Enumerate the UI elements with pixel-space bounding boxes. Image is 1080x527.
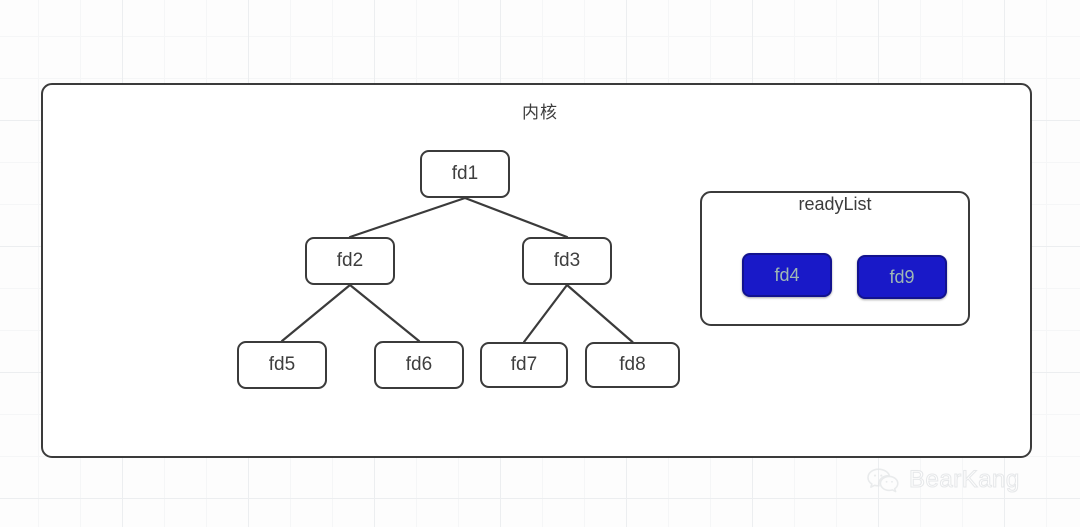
tree-node-label: fd7: [510, 354, 538, 375]
watermark: BearKang: [866, 466, 1020, 494]
ready-list-item-label: fd4: [774, 264, 800, 285]
tree-node-fd1[interactable]: fd1: [420, 150, 510, 198]
tree-node-fd3[interactable]: fd3: [522, 237, 612, 285]
tree-node-fd6[interactable]: fd6: [374, 341, 464, 389]
ready-list-item-fd4[interactable]: fd4: [742, 253, 832, 297]
ready-list-title: readyList: [798, 194, 872, 214]
ready-list-item-fd9[interactable]: fd9: [857, 255, 947, 299]
tree-node-fd7[interactable]: fd7: [480, 342, 568, 388]
tree-node-label: fd3: [553, 250, 581, 271]
tree-node-fd5[interactable]: fd5: [237, 341, 327, 389]
tree-node-label: fd2: [336, 250, 364, 271]
tree-node-label: fd5: [268, 354, 296, 375]
wechat-icon: [867, 468, 899, 493]
watermark-text: BearKang: [909, 466, 1020, 494]
tree-node-fd8[interactable]: fd8: [585, 342, 680, 388]
tree-node-fd2[interactable]: fd2: [305, 237, 395, 285]
ready-list-item-label: fd9: [889, 266, 915, 287]
kernel-title: 内核: [522, 103, 558, 122]
tree-node-label: fd8: [619, 354, 646, 375]
tree-node-label: fd1: [451, 163, 479, 184]
tree-node-label: fd6: [405, 354, 433, 375]
